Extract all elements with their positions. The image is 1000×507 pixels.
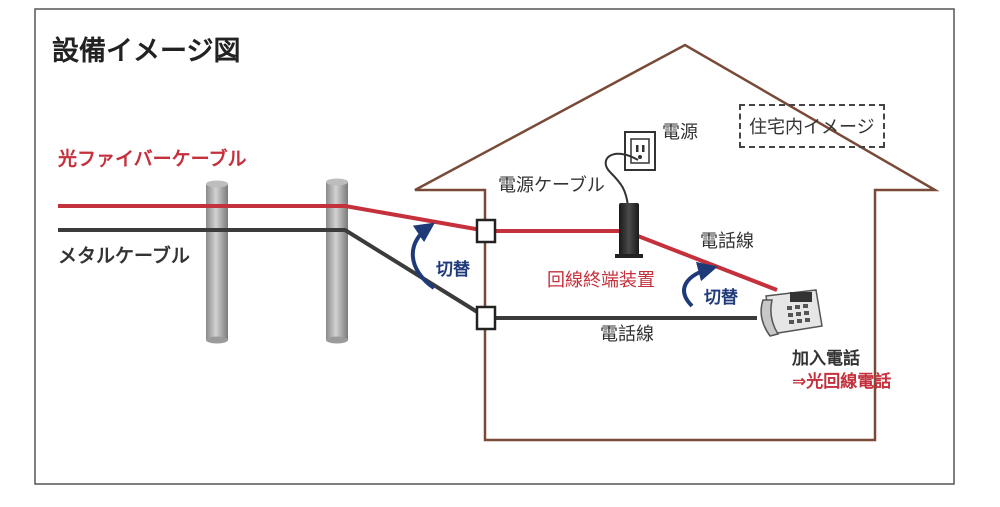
- house-outline: [414, 43, 940, 442]
- power-outlet-icon: [624, 131, 656, 171]
- terminal-device-icon: [615, 203, 643, 258]
- phone-line-upper-label: 電話線: [700, 231, 754, 252]
- utility-pole: [206, 180, 228, 344]
- switch-label-left: 切替: [436, 260, 470, 280]
- terminal-device-label: 回線終端装置: [547, 270, 655, 291]
- junction-box: [475, 218, 497, 244]
- home-image-tag: 住宅内イメージ: [739, 104, 885, 148]
- diagram-frame: [34, 8, 955, 485]
- switch-arrow: [410, 222, 436, 290]
- fiber-phone-label: ⇒光回線電話: [792, 372, 892, 392]
- metal-cable-line: [58, 228, 757, 320]
- metal-cable-label: メタルケーブル: [58, 245, 190, 267]
- telephone-icon: [760, 289, 823, 337]
- utility-pole: [326, 178, 348, 344]
- outlet-label: 電源: [662, 122, 698, 143]
- page-title: 設備イメージ図: [52, 36, 241, 67]
- junction-box: [475, 305, 497, 331]
- phone-line-lower-label: 電話線: [600, 324, 654, 345]
- subscriber-phone-label: 加入電話: [792, 349, 860, 369]
- power-cable-line: [604, 152, 639, 207]
- power-cable-label: 電源ケーブル: [498, 175, 605, 196]
- switch-label-right: 切替: [704, 288, 738, 308]
- switch-arrow: [682, 261, 718, 308]
- fiber-cable-label: 光ファイバーケーブル: [58, 148, 247, 170]
